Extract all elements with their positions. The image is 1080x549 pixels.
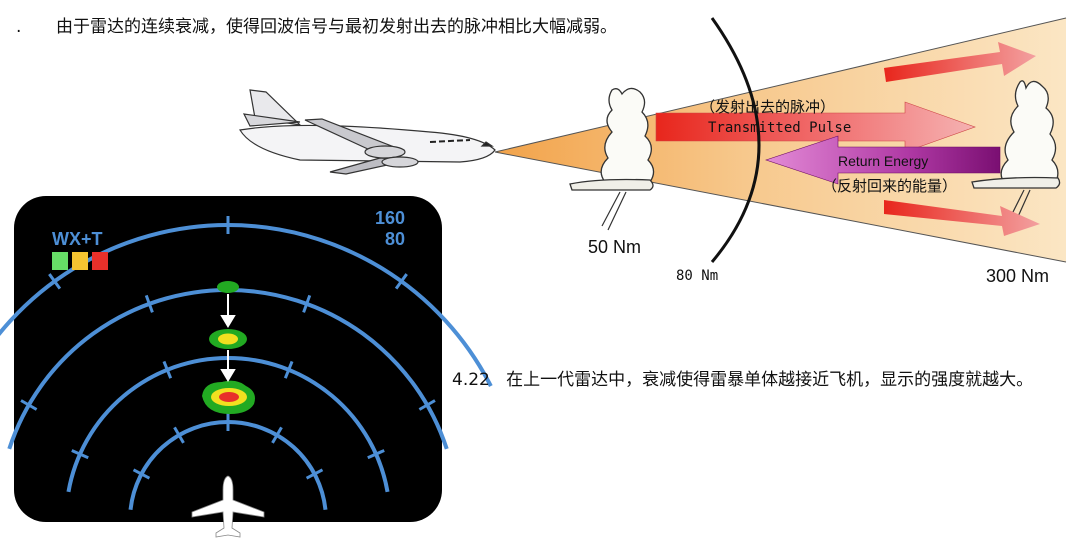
range-tick-1-1 <box>48 273 62 290</box>
storm-cell-near-icon <box>569 87 655 231</box>
scatter-arrow-bottom <box>884 200 1040 236</box>
radar-display: WX+T 160 80 <box>0 196 493 538</box>
range-label-80nm: 80 Nm <box>676 268 718 284</box>
range-tick-3-3 <box>283 360 294 379</box>
top-caption-text: 由于雷达的连续衰减，使得回波信号与最初发射出去的脉冲相比大幅减弱。 <box>56 17 617 37</box>
echo-mid <box>209 329 247 349</box>
caption-prefix: . <box>16 17 22 37</box>
range-tick-4-2 <box>173 426 185 444</box>
range-tick-2-3 <box>302 294 312 313</box>
return-en-label: Return Energy <box>838 153 928 169</box>
legend-swatch-red <box>92 252 108 270</box>
echo-far <box>217 281 239 293</box>
own-aircraft-icon <box>191 475 265 538</box>
mode-label: WX+T <box>52 229 103 249</box>
range-label-50nm: 50 Nm <box>588 237 641 257</box>
airplane-side-icon <box>239 89 496 175</box>
bottom-caption-text: 在上一代雷达中，衰减使得雷暴单体越接近飞机，显示的强度就越大。 <box>506 370 1034 390</box>
beam-edge-bottom <box>494 151 1067 263</box>
range-label-300nm: 300 Nm <box>986 266 1049 286</box>
range-tick-2-4 <box>418 399 436 411</box>
legend-swatch-yellow <box>72 252 88 270</box>
range-tick-3-1 <box>71 449 89 460</box>
figure-number: 4.22 <box>452 370 490 390</box>
storm-cell-far-icon <box>971 80 1061 231</box>
range-tick-1-3 <box>394 273 408 290</box>
movement-arrow-1 <box>220 294 236 328</box>
transmitted-en-label: Transmitted Pulse <box>708 120 851 136</box>
transmitted-pulse-arrow <box>655 101 976 153</box>
return-cn-label: （反射回来的能量） <box>822 178 957 195</box>
range-tick-4-5 <box>305 468 324 480</box>
scatter-arrow-top <box>884 42 1036 82</box>
range-tick-4-4 <box>271 426 283 444</box>
top-caption: . 由于雷达的连续衰减，使得回波信号与最初发射出去的脉冲相比大幅减弱。 <box>16 14 706 40</box>
range-tick-3-4 <box>367 449 385 460</box>
range-tick-2-1 <box>20 399 38 411</box>
return-energy-arrow <box>765 135 1001 185</box>
range-tick-2-2 <box>144 294 154 313</box>
movement-arrow-2 <box>220 350 236 382</box>
range-tick-4-1 <box>132 468 151 480</box>
range-arc-80nm <box>710 17 761 263</box>
range-tick-3-2 <box>162 360 173 379</box>
range-top-label: 160 <box>375 208 405 228</box>
range-bottom-label: 80 <box>385 229 405 249</box>
echo-near <box>202 380 255 414</box>
transmitted-cn-label: （发射出去的脉冲） <box>700 99 835 116</box>
legend-swatch-green <box>52 252 68 270</box>
beam-edge-top <box>494 17 1067 153</box>
bottom-caption: 4.22 在上一代雷达中，衰减使得雷暴单体越接近飞机，显示的强度就越大。 <box>452 368 1052 393</box>
